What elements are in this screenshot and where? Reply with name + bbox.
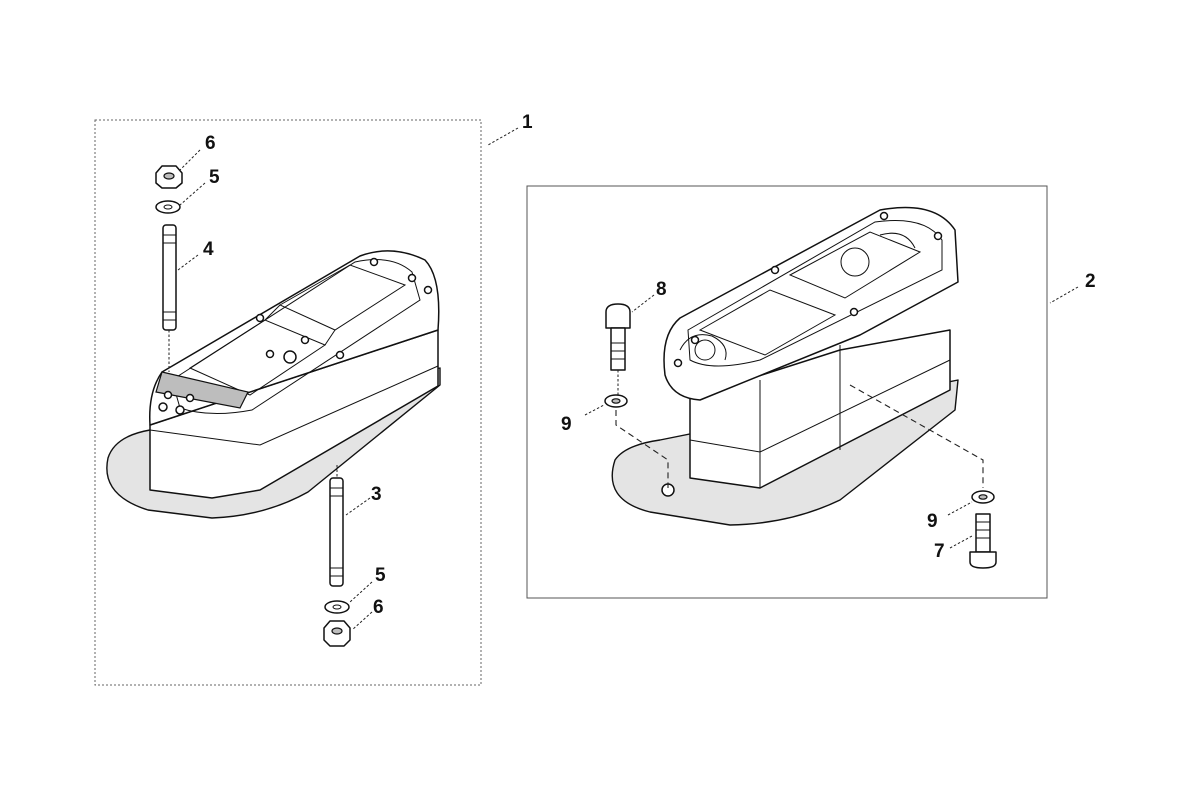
hidden-line-left	[615, 410, 669, 488]
bolt-bottom	[969, 513, 997, 569]
label-stud-long: 3	[371, 484, 382, 505]
spacer-plate-tall	[611, 206, 959, 526]
label-washer-top: 5	[209, 167, 220, 188]
label-kit-1: 1	[522, 112, 533, 133]
label-washer-right: 9	[927, 511, 938, 532]
label-bolt-bottom: 7	[934, 541, 945, 562]
nut-top	[155, 165, 183, 189]
stud-long	[329, 477, 344, 587]
label-stud-short: 4	[203, 239, 214, 260]
washer-top	[155, 200, 181, 214]
label-washer-bottom: 5	[375, 565, 386, 586]
kit-2-frame	[526, 185, 1048, 599]
washer-right	[971, 490, 995, 504]
label-nut-bottom: 6	[373, 597, 384, 618]
washer-left	[604, 394, 628, 408]
stud-short	[162, 224, 177, 331]
label-kit-2: 2	[1085, 271, 1096, 292]
washer-bottom	[324, 600, 350, 614]
hidden-line-right	[849, 384, 984, 488]
label-washer-left: 9	[561, 414, 572, 435]
label-nut-top: 6	[205, 133, 216, 154]
bolt-top	[605, 303, 631, 371]
label-bolt-top: 8	[656, 279, 667, 300]
nut-bottom	[323, 620, 351, 647]
spacer-plate-short	[106, 250, 441, 519]
kit-1-frame	[94, 119, 482, 686]
